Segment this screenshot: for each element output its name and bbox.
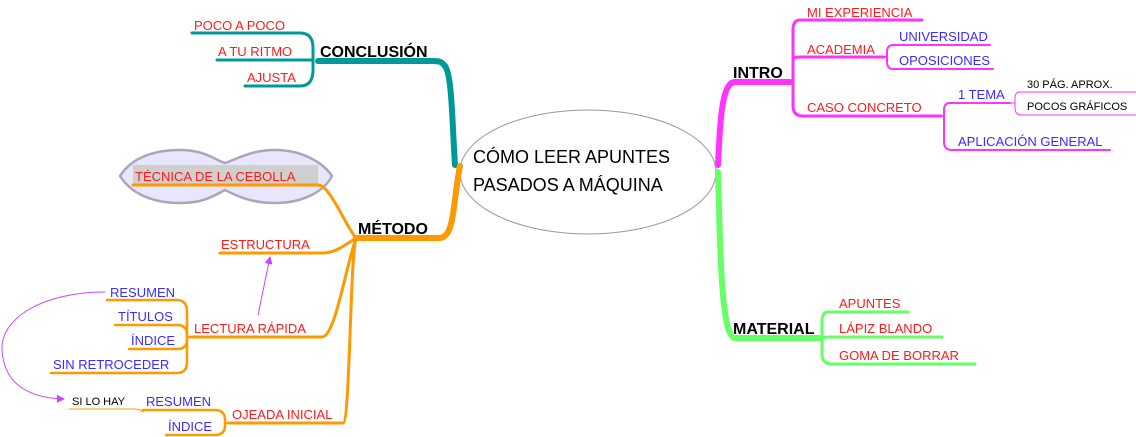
central-topic[interactable]: CÓMO LEER APUNTES PASADOS A MÁQUINA <box>459 109 717 235</box>
ojeada-child[interactable]: ÍNDICE <box>168 419 212 434</box>
lectura-child[interactable]: SIN RETROCEDER <box>53 357 169 372</box>
tema-child[interactable]: POCOS GRÁFICOS <box>1027 100 1127 113</box>
topic-material[interactable]: MATERIAL <box>733 321 815 338</box>
lectura-child[interactable]: RESUMEN <box>110 285 175 300</box>
relationship-arrow[interactable] <box>1 291 106 403</box>
metodo-estructura[interactable]: ESTRUCTURA <box>221 237 310 252</box>
ojeada-note[interactable]: SI LO HAY <box>72 396 126 408</box>
central-topic-line1: CÓMO LEER APUNTES <box>473 146 670 167</box>
metodo-cebolla[interactable]: TÉCNICA DE LA CEBOLLA <box>135 169 296 184</box>
intro-academia[interactable]: ACADEMIA <box>807 42 875 57</box>
intro-caso-concreto[interactable]: CASO CONCRETO <box>807 100 922 115</box>
conclusion-child[interactable]: AJUSTA <box>247 70 296 85</box>
intro-experiencia[interactable]: MI EXPERIENCIA <box>807 5 913 20</box>
academia-child[interactable]: UNIVERSIDAD <box>899 29 988 44</box>
metodo-ojeada-inicial[interactable]: OJEADA INICIAL <box>232 407 332 422</box>
conclusion-child[interactable]: POCO A POCO <box>194 18 285 33</box>
branch-material <box>715 169 977 366</box>
material-child[interactable]: LÁPIZ BLANDO <box>839 321 932 336</box>
topic-conclusion[interactable]: CONCLUSIÓN <box>320 42 428 61</box>
conclusion-child[interactable]: A TU RITMO <box>218 44 292 59</box>
lectura-child[interactable]: ÍNDICE <box>131 333 175 348</box>
relationship-arrow[interactable] <box>257 256 273 316</box>
material-child[interactable]: GOMA DE BORRAR <box>839 348 959 363</box>
branch-metodo <box>49 163 463 437</box>
ojeada-child[interactable]: RESUMEN <box>146 394 211 409</box>
metodo-lectura-rapida[interactable]: LECTURA RÁPIDA <box>194 321 306 336</box>
central-topic-line2: PASADOS A MÁQUINA <box>473 175 663 195</box>
caso-tema[interactable]: 1 TEMA <box>958 87 1005 102</box>
topic-intro[interactable]: INTRO <box>733 65 783 82</box>
tema-child[interactable]: 30 PÁG. APROX. <box>1027 78 1113 91</box>
topic-metodo[interactable]: MÉTODO <box>358 219 428 238</box>
material-child[interactable]: APUNTES <box>839 296 901 311</box>
branch-conclusion <box>190 31 458 168</box>
branch-intro <box>715 18 1136 168</box>
academia-child[interactable]: OPOSICIONES <box>899 53 990 68</box>
caso-aplicacion[interactable]: APLICACIÓN GENERAL <box>958 134 1103 149</box>
lectura-child[interactable]: TÍTULOS <box>118 309 173 324</box>
cebolla-cloud <box>118 148 334 205</box>
